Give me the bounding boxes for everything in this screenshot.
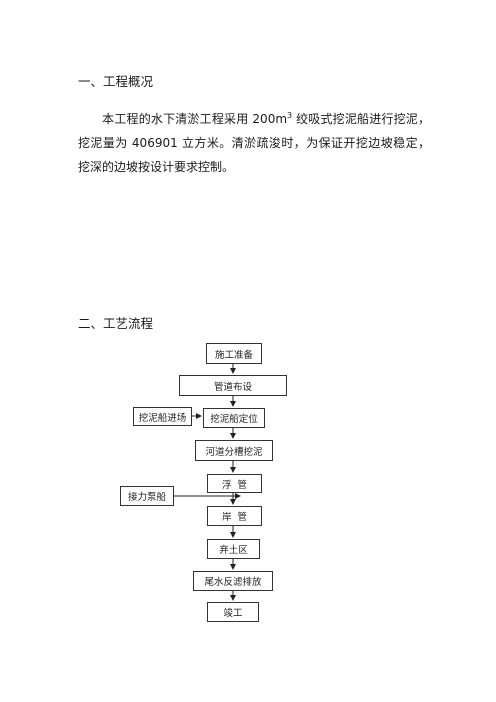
section-1-heading: 一、工程概况 — [78, 74, 154, 89]
flow-step-channel-dredging: 河道分槽挖泥 — [195, 440, 273, 461]
flow-input-dredger-arrival: 挖泥船进场 — [133, 407, 192, 426]
paragraph-text-start: 本工程的水下清淤工程采用 200m — [102, 112, 288, 126]
flow-input-booster-pump-ship: 接力泵船 — [120, 486, 174, 506]
flow-step-pipeline-layout: 管道布设 — [179, 375, 287, 396]
flow-step-tailwater-discharge: 尾水反滤排放 — [193, 571, 273, 591]
paragraph-text-end: 绞吸式挖泥船进行挖泥，挖泥量为 406901 立方米。清淤疏浚时，为保证开挖边坡… — [78, 112, 430, 174]
flow-step-spoil-area: 弃土区 — [207, 539, 260, 559]
flow-step-shore-pipe: 岸 管 — [207, 506, 262, 526]
flow-step-dredger-positioning: 挖泥船定位 — [203, 408, 265, 428]
flow-step-floating-pipe: 浮 管 — [207, 474, 262, 493]
superscript: 3 — [287, 111, 293, 120]
flow-step-prepare: 施工准备 — [206, 343, 262, 364]
section-1-paragraph: 本工程的水下清淤工程采用 200m3 绞吸式挖泥船进行挖泥，挖泥量为 40690… — [78, 104, 430, 179]
flow-step-completion: 竣工 — [207, 602, 259, 622]
section-2-heading: 二、工艺流程 — [78, 316, 154, 331]
